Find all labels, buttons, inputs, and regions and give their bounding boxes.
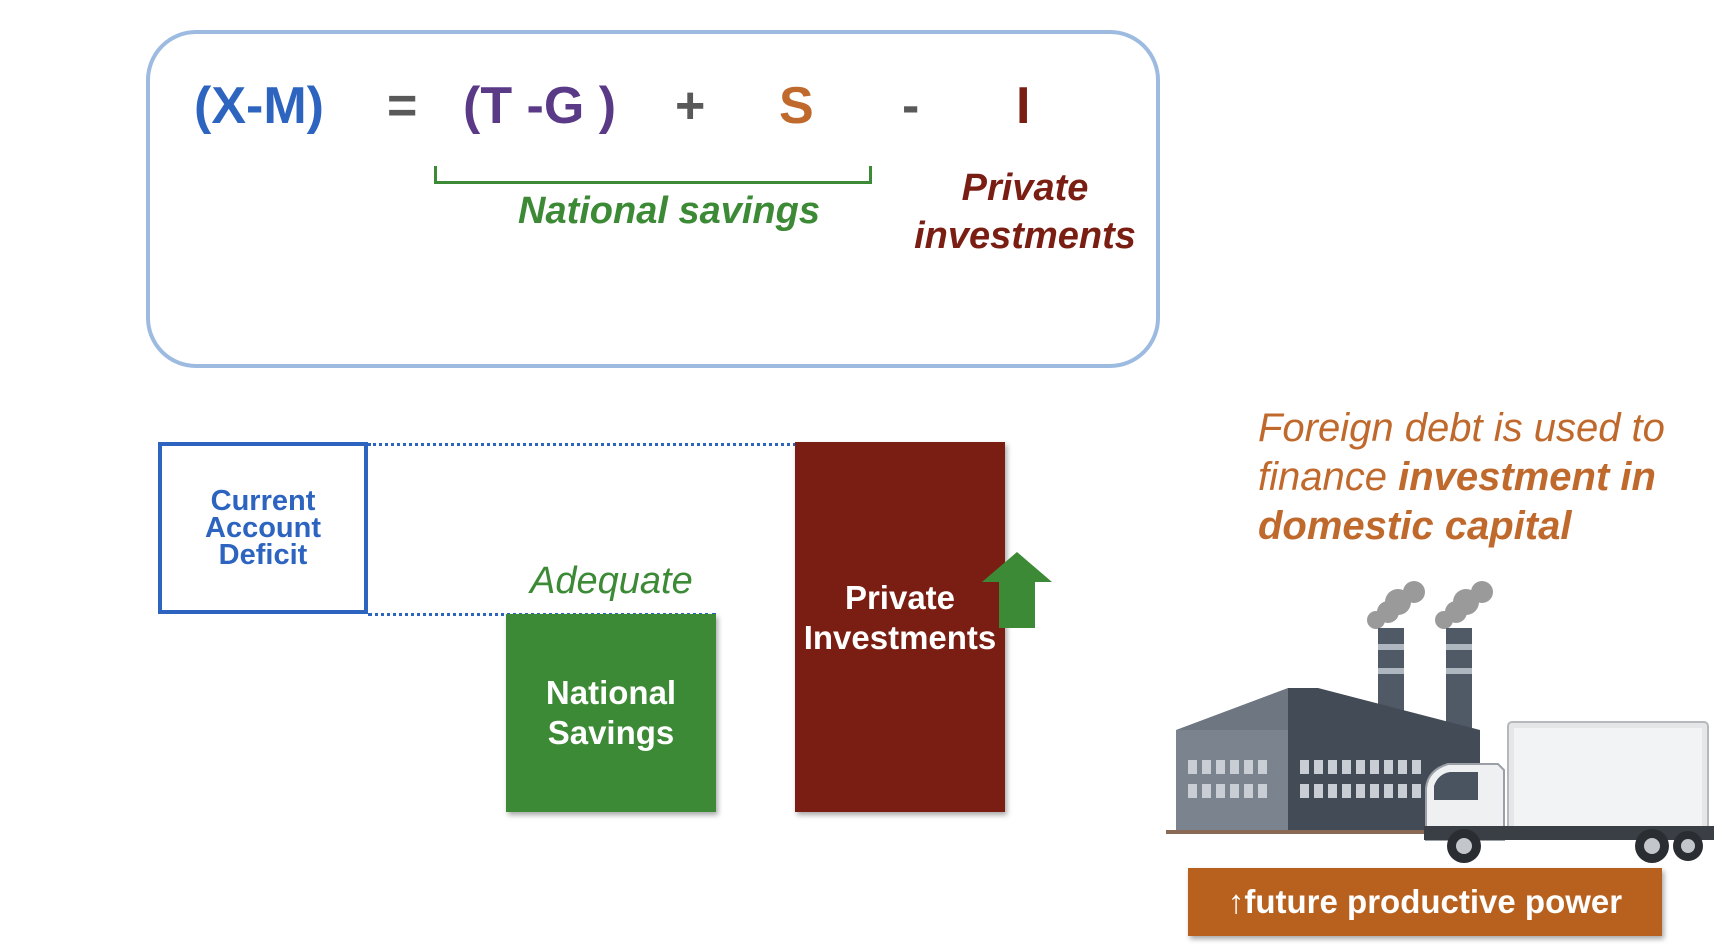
- cad-label-line3: Deficit: [218, 538, 308, 571]
- national-savings-label: National savings: [518, 190, 820, 232]
- chimney-icon: [1378, 628, 1472, 740]
- smoke-icon: [1367, 581, 1493, 629]
- current-account-deficit-box: Current Account Deficit: [158, 442, 368, 614]
- truck-icon: [1424, 721, 1714, 863]
- cad-label-line2: Account: [205, 511, 321, 544]
- equation-govt-term: (T -G ): [463, 77, 617, 135]
- factory-icon: [1166, 688, 1486, 834]
- adequate-label: Adequate: [530, 560, 693, 602]
- equation-equals: =: [387, 77, 418, 135]
- future-productive-power-banner: ↑future productive power: [1188, 868, 1662, 936]
- equation-investment-term: I: [1016, 77, 1031, 135]
- up-arrow-icon: [982, 552, 1052, 628]
- top-dotted-line: [368, 443, 1005, 446]
- private-investments-bar: Private Investments: [795, 442, 1005, 812]
- equation-savings-term: S: [779, 77, 814, 135]
- factory-truck-illustration: [1166, 581, 1714, 863]
- equation-lhs: (X-M): [194, 77, 324, 135]
- national-savings-bracket: [434, 166, 872, 184]
- equation-box: [146, 30, 1160, 368]
- equation-minus: -: [902, 77, 920, 135]
- equation-plus: +: [675, 77, 706, 135]
- national-savings-bar: National Savings: [506, 614, 716, 812]
- cad-label-line1: Current: [210, 484, 316, 517]
- private-investments-label: Private investments: [914, 167, 1136, 257]
- foreign-debt-note: Foreign debt is used to finance investme…: [1258, 406, 1665, 548]
